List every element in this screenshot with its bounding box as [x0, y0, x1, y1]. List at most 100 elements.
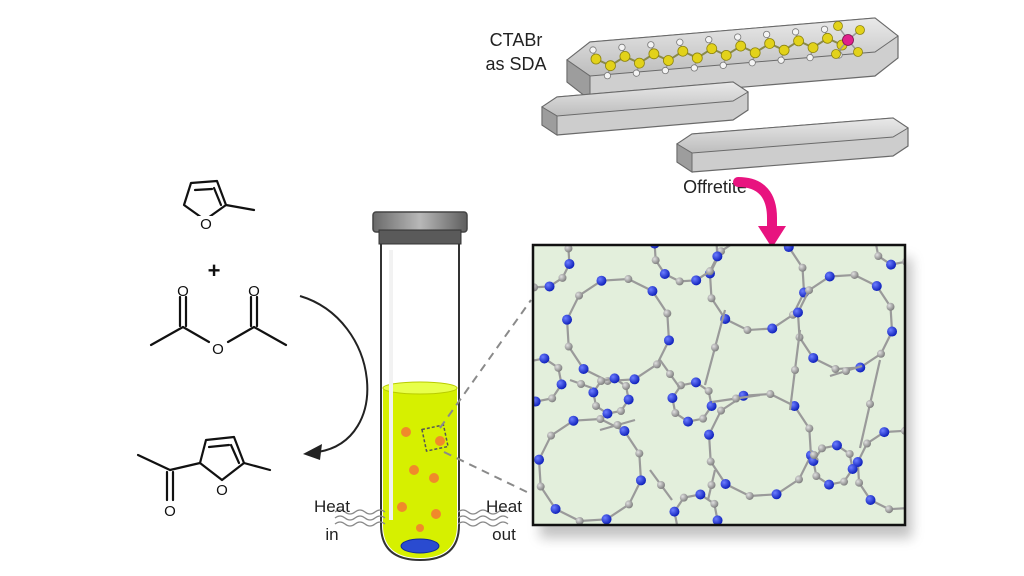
framework-node-t [513, 371, 523, 381]
framework-node-o [564, 342, 573, 351]
sda-carbon-atom [590, 53, 602, 65]
framework-node-o [863, 439, 872, 448]
framework-node-t [879, 427, 890, 438]
framework-node-t [712, 251, 723, 262]
framework-node-t [737, 232, 747, 242]
framework-node-t [852, 457, 863, 468]
framework-node-o [518, 388, 526, 396]
channel-bar-top [566, 17, 899, 102]
framework-node-o [743, 326, 752, 335]
framework-node-o [866, 400, 874, 408]
framework-node-o [874, 252, 883, 261]
framework-node-t [619, 426, 630, 437]
framework-node-t [588, 387, 599, 398]
carbonyl-oxygen-2: O [248, 283, 260, 300]
framework-node-t [647, 286, 658, 297]
sda-carbon-atom [691, 52, 703, 64]
framework-node-t [792, 307, 803, 318]
framework-node-o [624, 500, 633, 509]
framework-node-o [812, 472, 821, 481]
framework-node-o [548, 394, 557, 403]
framework-node-o [817, 444, 826, 453]
sda-nitrogen-atom [842, 34, 854, 46]
framework-node-t [690, 377, 701, 388]
framework-node-t [663, 335, 674, 346]
framework-node-o [805, 286, 814, 295]
methylfuran-structure [182, 179, 256, 222]
framework-node-o [845, 449, 854, 458]
framework-node-o [880, 224, 888, 232]
framework-ring [533, 357, 563, 403]
sda-methyl-atom [831, 49, 841, 59]
framework-node-o [508, 264, 516, 272]
framework-node-t [534, 454, 545, 465]
sda-carbon-atom [749, 47, 761, 59]
sda-carbon-atom [778, 44, 790, 56]
framework-node-t [706, 400, 717, 411]
plus-sign: + [208, 258, 221, 283]
framework-panel [508, 215, 941, 527]
framework-node-o [850, 270, 859, 279]
framework-node-t [602, 408, 613, 419]
framework-node-t [596, 275, 607, 286]
framework-node-o [542, 225, 550, 233]
framework-node-o [908, 230, 916, 238]
heat-out-line1: Heat [486, 497, 522, 516]
framework-node-o [855, 478, 864, 487]
framework-node-o [707, 481, 716, 489]
sda-hydrogen-atom [618, 43, 626, 52]
framework-node-o [533, 283, 539, 292]
sda-hydrogen-atom [763, 30, 771, 39]
framework-node-t [894, 220, 904, 230]
framework-node-t [601, 514, 612, 525]
framework-node-t [623, 394, 634, 405]
framework-node-t [683, 416, 694, 427]
framework-node-o [597, 376, 606, 385]
framework-node-t [931, 473, 941, 483]
framework-node-t [671, 215, 681, 225]
framework-node-o [675, 277, 684, 286]
sda-methyl-atom [853, 47, 863, 57]
heat-waves [334, 509, 509, 527]
sda-hydrogen-atom [632, 69, 641, 77]
sda-carbon-atom [793, 35, 804, 47]
framework-node-t [824, 479, 835, 490]
sda-carbon-atom [764, 38, 776, 49]
framework-node-t [539, 353, 550, 364]
framework-ring [875, 245, 905, 266]
framework-node-o [635, 449, 644, 458]
sda-carbon-atom [735, 40, 747, 52]
framework-node-o [616, 407, 625, 416]
framework-node-o [575, 516, 584, 525]
framework-node-o [794, 475, 803, 484]
sda-hydrogen-atom [705, 36, 713, 44]
framework-node-o [923, 492, 931, 500]
framework-node-o [651, 256, 660, 265]
sda-hydrogen-atom [690, 64, 698, 72]
bridge-oxygen: O [212, 341, 224, 358]
sda-hydrogen-atom [734, 33, 742, 41]
framework-node-t [691, 275, 702, 286]
heat-in-line2: in [325, 525, 338, 544]
acetylmethylfuran-structure [136, 435, 272, 502]
framework-node-o [657, 481, 665, 489]
sda-carbon-atom [662, 55, 674, 66]
framework-node-t [824, 271, 835, 282]
framework-node-o [745, 491, 754, 500]
framework-node-t [910, 244, 920, 254]
channel-bar-middle [541, 81, 749, 136]
framework-node-o [577, 380, 585, 388]
framework-node-t [659, 268, 670, 279]
sda-methyl-atom [855, 25, 865, 35]
framework-node-o [554, 363, 563, 372]
sda-carbon-atom [677, 45, 689, 57]
framework-node-t [783, 245, 794, 253]
ketone-oxygen: O [164, 503, 176, 520]
framework-node-o [876, 349, 885, 358]
framework-node-t [831, 440, 842, 451]
framework-node-o [831, 365, 840, 374]
sda-label-line1: CTABr [490, 30, 543, 50]
framework-node-t [578, 363, 589, 374]
zoom-lines [439, 299, 532, 495]
ring-oxygen-mask [198, 216, 214, 232]
